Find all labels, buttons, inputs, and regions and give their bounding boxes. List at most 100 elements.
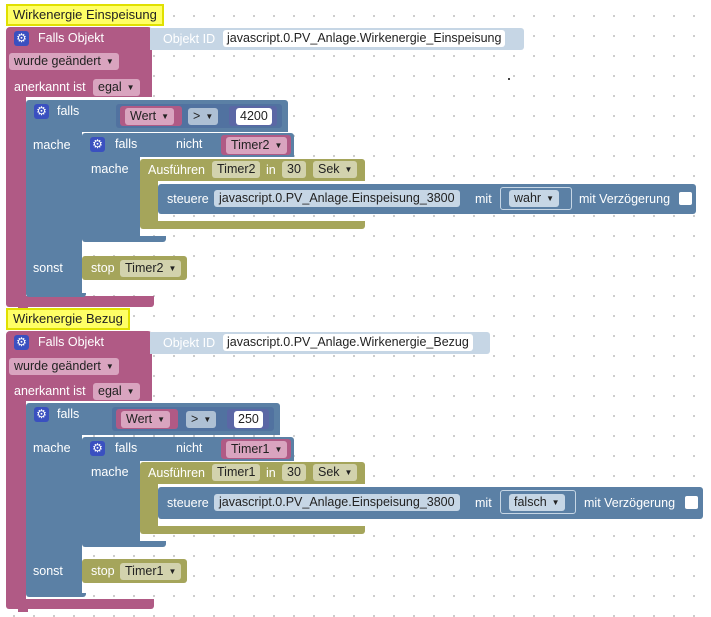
block-comment[interactable]: Wirkenergie Bezug bbox=[6, 308, 130, 330]
change-type-value: wurde geändert bbox=[14, 359, 101, 373]
event-block-footer bbox=[6, 296, 154, 307]
stop-timer-dropdown[interactable]: Timer2▼ bbox=[120, 260, 182, 277]
object-id-label: Objekt ID bbox=[163, 32, 216, 46]
value-value: falsch bbox=[514, 495, 547, 509]
dropdown-arrow-icon: ▼ bbox=[546, 194, 555, 203]
object-id-label: Objekt ID bbox=[163, 336, 216, 350]
block-comment[interactable]: Wirkenergie Einspeisung bbox=[6, 4, 164, 26]
trigger-title: Falls Objekt bbox=[38, 335, 104, 349]
inner-if-spine bbox=[82, 156, 140, 237]
inner-if-footer bbox=[82, 541, 166, 547]
checkbox-icon[interactable] bbox=[679, 192, 692, 205]
gear-icon[interactable]: ⚙ bbox=[14, 335, 29, 350]
object-id-field[interactable]: javascript.0.PV_Anlage.Wirkenergie_Einsp… bbox=[223, 30, 506, 47]
dropdown-arrow-icon: ▼ bbox=[168, 567, 177, 576]
gear-icon[interactable]: ⚙ bbox=[90, 137, 105, 152]
if-label: falls bbox=[57, 407, 80, 421]
value-value: wahr bbox=[514, 191, 542, 205]
ack-value: egal bbox=[98, 80, 122, 94]
run-timer-value: Timer1 bbox=[217, 465, 256, 479]
dropdown-arrow-icon: ▼ bbox=[551, 498, 560, 507]
trigger-title: Falls Objekt bbox=[38, 31, 104, 45]
dropdown-arrow-icon: ▼ bbox=[161, 112, 170, 121]
delay-field[interactable]: 30 bbox=[282, 464, 306, 481]
operator-value: > bbox=[193, 109, 201, 123]
stop-timer-dropdown[interactable]: Timer1 ▼ bbox=[120, 563, 182, 580]
dropdown-arrow-icon: ▼ bbox=[168, 264, 177, 273]
dropdown-arrow-icon: ▼ bbox=[105, 362, 114, 371]
value-dropdown[interactable]: wahr ▼ bbox=[509, 190, 560, 207]
ack-dropdown[interactable]: egal ▼ bbox=[93, 79, 140, 96]
dropdown-arrow-icon: ▼ bbox=[344, 165, 353, 174]
operator-dropdown[interactable]: >▼ bbox=[188, 108, 219, 125]
operator-value: > bbox=[191, 412, 199, 426]
do-label: mache bbox=[33, 441, 71, 455]
stop-timer-value: Timer1 bbox=[125, 564, 164, 578]
operator-dropdown[interactable]: >▼ bbox=[186, 411, 217, 428]
value-dropdown[interactable]: Wert ▼ bbox=[121, 411, 171, 428]
value-dropdown[interactable]: falsch ▼ bbox=[509, 494, 565, 511]
do-label: mache bbox=[33, 138, 71, 152]
dropdown-arrow-icon: ▼ bbox=[157, 415, 166, 424]
delay-field[interactable]: 30 bbox=[282, 161, 306, 178]
ack-dropdown[interactable]: egal ▼ bbox=[93, 383, 140, 400]
unit-dropdown[interactable]: Sek▼ bbox=[313, 464, 358, 481]
in-label: in bbox=[266, 163, 276, 177]
run-timer-value: Timer2 bbox=[217, 162, 256, 176]
dropdown-arrow-icon: ▼ bbox=[105, 57, 114, 66]
run-block-footer bbox=[140, 526, 365, 534]
run-timer-dropdown[interactable]: Timer2 bbox=[212, 161, 261, 178]
gear-icon[interactable]: ⚙ bbox=[34, 104, 49, 119]
with-label: mit bbox=[475, 192, 492, 206]
timer-var-value: Timer2 bbox=[231, 138, 270, 152]
control-label: steuere bbox=[167, 192, 209, 206]
value-label: Wert bbox=[126, 412, 153, 426]
delay-label: mit Verzögerung bbox=[584, 496, 676, 510]
run-timer-dropdown[interactable]: Timer1 bbox=[212, 464, 261, 481]
gear-icon[interactable]: ⚙ bbox=[90, 441, 105, 456]
change-type-dropdown[interactable]: wurde geändert▼ bbox=[9, 53, 119, 70]
value-dropdown[interactable]: Wert ▼ bbox=[125, 108, 175, 125]
gear-icon[interactable]: ⚙ bbox=[34, 407, 49, 422]
unit-value: Sek bbox=[318, 162, 340, 176]
change-type-dropdown[interactable]: wurde geändert ▼ bbox=[9, 358, 119, 375]
timer-var-dropdown[interactable]: Timer2 ▼ bbox=[226, 137, 288, 154]
threshold-field[interactable]: 250 bbox=[234, 411, 263, 428]
not-label: nicht bbox=[176, 441, 203, 455]
gear-icon[interactable]: ⚙ bbox=[14, 31, 29, 46]
dropdown-arrow-icon: ▼ bbox=[126, 387, 135, 396]
event-block-footer bbox=[6, 599, 154, 609]
object-id-field[interactable]: javascript.0.PV_Anlage.Wirkenergie_Bezug bbox=[223, 334, 473, 351]
target-id-field[interactable]: javascript.0.PV_Anlage.Einspeisung_3800 bbox=[214, 190, 460, 207]
unit-dropdown[interactable]: Sek ▼ bbox=[313, 161, 358, 178]
ack-value: egal bbox=[98, 384, 122, 398]
if-block-footer bbox=[26, 293, 86, 297]
ack-label: anerkannt ist bbox=[14, 384, 86, 398]
timer-var-dropdown[interactable]: Timer1▼ bbox=[226, 441, 288, 458]
inner-if-footer bbox=[82, 236, 166, 242]
in-label: in bbox=[266, 466, 276, 480]
with-label: mit bbox=[475, 496, 492, 510]
ack-label: anerkannt ist bbox=[14, 80, 86, 94]
else-label: sonst bbox=[33, 261, 63, 275]
inner-do-label: mache bbox=[91, 162, 129, 176]
inner-if-label: falls bbox=[115, 441, 138, 455]
control-label: steuere bbox=[167, 496, 209, 510]
dropdown-arrow-icon: ▼ bbox=[126, 83, 135, 92]
workspace-dot bbox=[508, 78, 510, 80]
inner-if-label: falls bbox=[115, 137, 138, 151]
unit-value: Sek bbox=[318, 465, 340, 479]
delay-label: mit Verzögerung bbox=[579, 192, 671, 206]
value-label: Wert bbox=[130, 109, 157, 123]
run-label: Ausführen bbox=[148, 466, 205, 480]
target-id-field[interactable]: javascript.0.PV_Anlage.Einspeisung_3800 bbox=[214, 494, 460, 511]
checkbox-icon[interactable] bbox=[685, 496, 698, 509]
stop-label: stop bbox=[91, 261, 115, 275]
inner-if-spine bbox=[82, 460, 140, 542]
dropdown-arrow-icon: ▼ bbox=[203, 415, 212, 424]
stop-label: stop bbox=[91, 564, 115, 578]
dropdown-arrow-icon: ▼ bbox=[205, 112, 214, 121]
run-label: Ausführen bbox=[148, 163, 205, 177]
threshold-field[interactable]: 4200 bbox=[236, 108, 272, 125]
dropdown-arrow-icon: ▼ bbox=[274, 141, 283, 150]
